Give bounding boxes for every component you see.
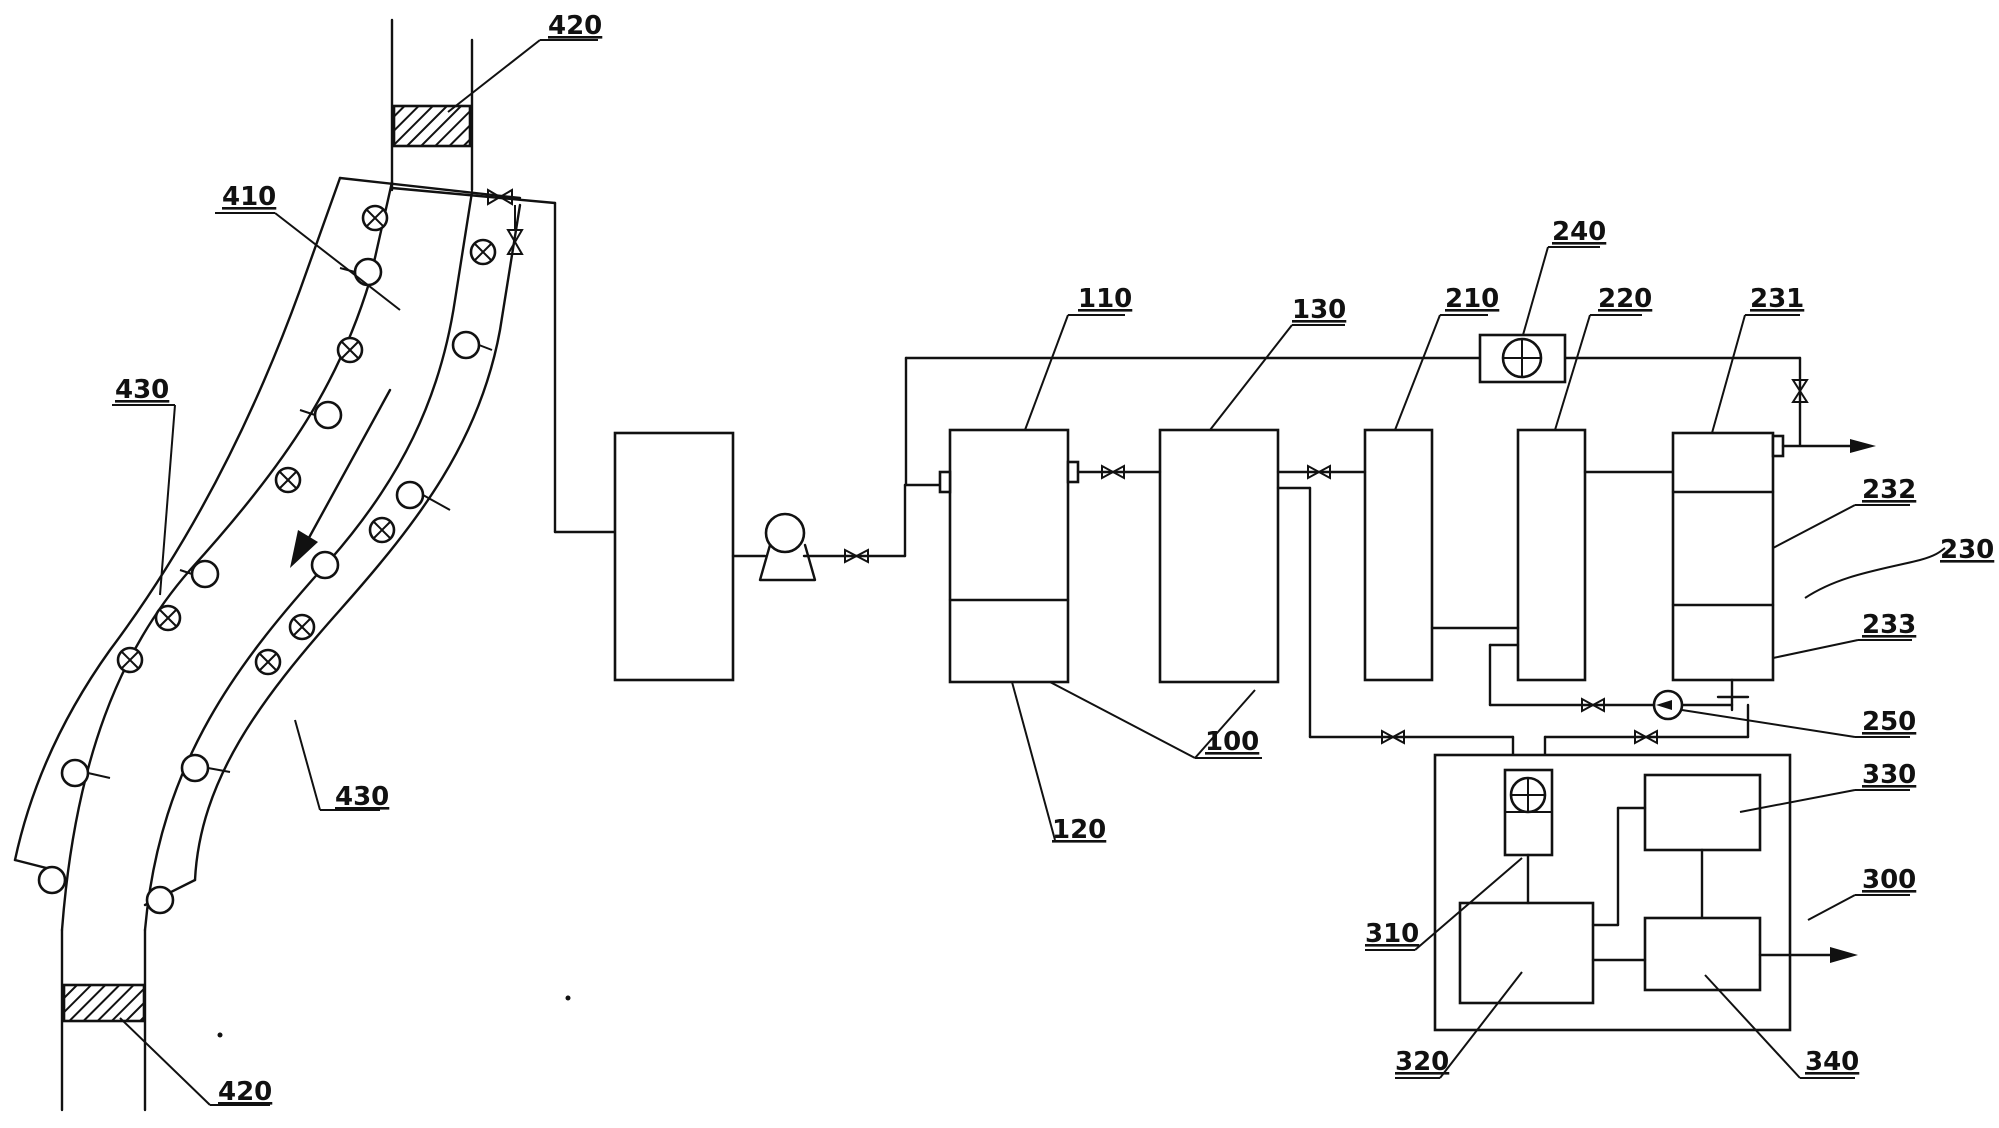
label-420-top: 420	[548, 11, 602, 41]
label-320: 320	[1395, 1047, 1449, 1077]
stray-dot	[565, 995, 571, 1001]
label-240: 240	[1552, 217, 1606, 247]
label-110: 110	[1078, 284, 1132, 314]
label-310: 310	[1365, 919, 1419, 949]
seal-block-top	[392, 104, 472, 148]
label-210: 210	[1445, 284, 1499, 314]
plain-sensors	[37, 257, 481, 915]
recycle-line	[904, 356, 1809, 487]
leader-lines	[112, 39, 1946, 1106]
label-430-bottom: 430	[335, 782, 389, 812]
pump	[731, 483, 942, 582]
curved-channel	[13, 176, 522, 932]
unit-130	[1076, 428, 1280, 684]
label-231: 231	[1750, 284, 1804, 314]
cross-sensors	[116, 204, 497, 676]
flow-arrow	[290, 388, 392, 568]
label-220: 220	[1598, 284, 1652, 314]
stray-dot	[217, 1032, 223, 1038]
label-230: 230	[1940, 535, 1994, 565]
label-430-left: 430	[115, 375, 169, 405]
unit-220	[1430, 428, 1675, 682]
intake-pipe	[390, 186, 617, 534]
sensor-stubs	[87, 267, 493, 779]
unit-230	[1671, 431, 1876, 682]
unit-250	[1488, 643, 1750, 722]
label-233: 233	[1862, 610, 1916, 640]
labels: 420 410 430 430 420 110 130 120 100 210 …	[115, 11, 1994, 1107]
unit-210	[1276, 428, 1434, 682]
label-300: 300	[1862, 865, 1916, 895]
label-340: 340	[1805, 1047, 1859, 1077]
label-250: 250	[1862, 707, 1916, 737]
unit-110-120	[938, 428, 1080, 684]
unit-300	[1433, 753, 1858, 1032]
unit-240	[1478, 333, 1567, 384]
label-130: 130	[1292, 295, 1346, 325]
label-420-bottom: 420	[218, 1077, 272, 1107]
label-330: 330	[1862, 760, 1916, 790]
seal-block-bottom	[62, 983, 146, 1023]
label-232: 232	[1862, 475, 1916, 505]
label-100: 100	[1205, 727, 1259, 757]
label-120: 120	[1052, 815, 1106, 845]
label-410: 410	[222, 182, 276, 212]
collection-tank	[613, 431, 735, 682]
